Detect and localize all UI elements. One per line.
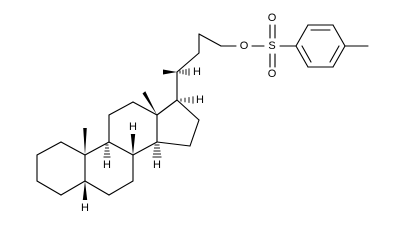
h-c20-label: H <box>193 66 201 78</box>
ring-a <box>36 141 86 196</box>
tolyl-ring <box>295 24 369 68</box>
methyl-c21-wedge <box>163 69 177 75</box>
hash-c9-h <box>103 144 111 158</box>
sulfonyl-bonds <box>269 24 297 68</box>
ring-c <box>108 101 158 156</box>
h-c17-label: H <box>196 94 204 106</box>
h-c9-label: H <box>103 159 111 171</box>
hash-c14-h <box>152 144 162 158</box>
h-c5-label: H <box>81 202 89 214</box>
oxygen-top-label: O <box>268 12 277 24</box>
h-c14-label: H <box>153 159 161 171</box>
oxygen-bottom-label: O <box>268 68 277 80</box>
sulfur-label: S <box>268 40 275 52</box>
hash-c17-h <box>180 96 194 104</box>
methyl-c19-wedge <box>83 128 87 155</box>
methyl-c18-wedge <box>142 91 157 115</box>
wedge-c8-h <box>130 134 136 155</box>
side-chain <box>176 33 265 101</box>
ring-b <box>84 141 134 196</box>
h-c8-label: H <box>129 121 137 133</box>
wedge-c5-h <box>82 181 88 200</box>
hash-c20-h <box>179 68 190 76</box>
oxygen-ester-label: O <box>240 40 249 52</box>
ring-d <box>156 99 200 147</box>
